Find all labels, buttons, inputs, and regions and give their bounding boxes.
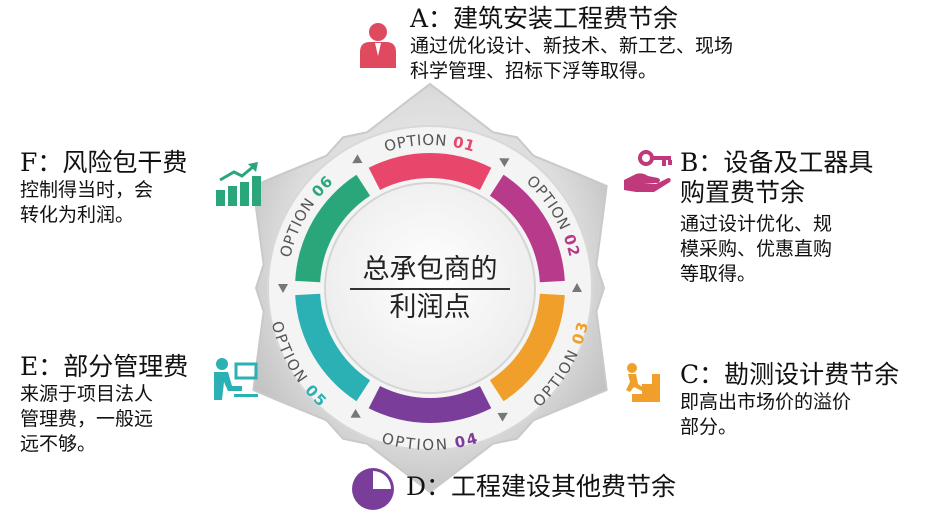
item-c: C：勘测设计费节余 即高出市场价的溢价 部分。	[680, 360, 899, 440]
option-segment-c	[489, 293, 565, 402]
item-d-title: D：工程建设其他费节余	[406, 472, 677, 501]
ring-arrow-6	[352, 154, 363, 164]
item-f-desc-line1: 控制得当时，会	[20, 179, 154, 201]
ring-arrows	[278, 154, 582, 422]
item-c-desc-line2: 部分。	[680, 416, 738, 438]
item-a-desc-line2: 科学管理、招标下浮等取得。	[410, 60, 658, 82]
option-segment-f	[295, 174, 371, 283]
item-a-desc-line1: 通过优化设计、新技术、新工艺、现场	[410, 35, 734, 57]
item-b-desc-line2: 模采购、优惠直购	[680, 238, 833, 260]
hand-key-icon	[624, 150, 672, 192]
ring-arrow-2	[572, 283, 582, 292]
option-segment-d	[368, 386, 492, 423]
item-c-desc-line1: 即高出市场价的溢价	[680, 391, 852, 413]
item-d: D：工程建设其他费节余	[406, 472, 676, 502]
item-f-desc-line2: 转化为利润。	[20, 204, 135, 226]
pie-chart-icon	[352, 468, 394, 510]
center-label: 总承包商的 利润点	[330, 252, 530, 326]
item-e: E：部分管理费 来源于项目法人 管理费，一般远 远不够。	[20, 352, 188, 457]
ring-arrow-3	[497, 412, 508, 422]
growth-bar-chart-icon	[216, 162, 261, 206]
item-a-title: A：建筑安装工程费节余	[410, 4, 679, 33]
item-f-title: F：风险包干费	[20, 148, 188, 177]
ring-arrow-1	[499, 158, 510, 168]
center-label-line2: 利润点	[389, 292, 471, 323]
item-b-desc-line1: 通过设计优化、规	[680, 213, 833, 235]
item-e-title: E：部分管理费	[20, 352, 189, 381]
item-b-title-line2: 购置费节余	[680, 178, 806, 207]
item-e-desc-line1: 来源于项目法人	[20, 383, 154, 405]
item-f: F：风险包干费 控制得当时，会 转化为利润。	[20, 148, 187, 228]
ring-arrow-5	[278, 284, 288, 293]
item-b-desc-line3: 等取得。	[680, 263, 757, 285]
person-icon	[360, 23, 396, 68]
option-segment-b	[489, 174, 565, 283]
item-b-title-line1: B：设备及工器具	[680, 148, 874, 177]
item-e-desc-line2: 管理费，一般远	[20, 408, 154, 430]
item-b: B：设备及工器具 购置费节余 通过设计优化、规 模采购、优惠直购 等取得。	[680, 148, 873, 287]
center-label-line1: 总承包商的	[350, 252, 510, 290]
option-segment-a	[368, 152, 492, 190]
item-a: A：建筑安装工程费节余 通过优化设计、新技术、新工艺、现场 科学管理、招标下浮等…	[410, 4, 733, 84]
option-ring	[295, 152, 565, 423]
climbing-stairs-icon	[620, 363, 660, 402]
item-c-title: C：勘测设计费节余	[680, 360, 900, 389]
option-segment-e	[295, 293, 371, 402]
item-e-desc-line3: 远不够。	[20, 433, 97, 455]
person-at-computer-icon	[214, 358, 258, 400]
ring-arrow-4	[350, 408, 361, 418]
